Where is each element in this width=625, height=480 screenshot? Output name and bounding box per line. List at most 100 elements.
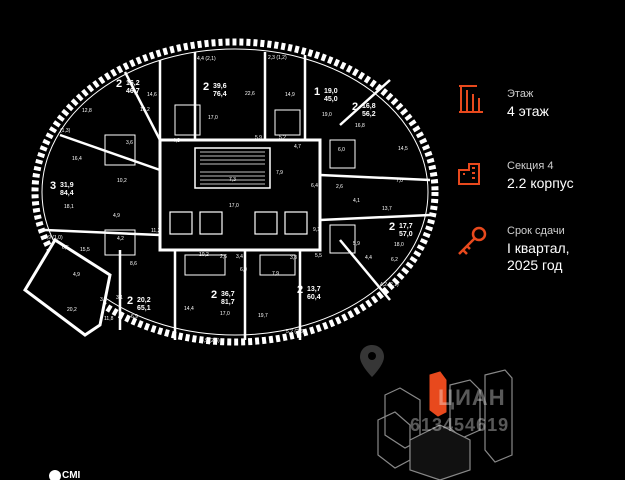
room-area-label: 5,5 (315, 253, 322, 259)
key-icon (458, 226, 487, 255)
deadline-label: Срок сдачи (507, 225, 565, 237)
elevator-3 (254, 211, 278, 235)
deadline-value-line2: 2025 год (507, 257, 563, 273)
elevator-1 (169, 211, 193, 235)
room-area-label: 6,9 (131, 314, 138, 320)
room-area-label: 4,9 (73, 272, 80, 278)
room-area-label: 7,3 (229, 177, 236, 183)
floor-label: Этаж (507, 88, 534, 100)
room-area-label: 14,6 (147, 92, 157, 98)
room-area-label: 9,1 (313, 227, 320, 233)
key-plan (377, 369, 513, 480)
room-area-label: 5,9 (353, 241, 360, 247)
room-area-label: 19,7 (258, 313, 268, 319)
room-area-label: 13,7 (382, 206, 392, 212)
room-area-label: 3,4 (236, 254, 243, 260)
room-area-label: 5,2 (2,6) (286, 329, 305, 335)
deadline-value-line1: I квартал, (507, 240, 570, 256)
room-area-label: 12,8 (82, 108, 92, 114)
room-area-label: 4,2 (117, 236, 124, 242)
floor-icon (459, 85, 483, 113)
room-area-label: 14,4 (184, 306, 194, 312)
building-wing (23, 237, 112, 337)
building-outline (31, 38, 439, 346)
room-area-label: 10,2 (199, 252, 209, 258)
stair-steps (200, 151, 265, 185)
room-area-label: 4,8 (173, 138, 180, 144)
room-area-label: 17,0 (208, 115, 218, 121)
logo-icon (49, 470, 61, 480)
room-area-label: 7,9 (276, 170, 283, 176)
room-area-label: 18,0 (394, 242, 404, 248)
developer-logo: CMI (62, 470, 81, 480)
section-value: 2.2 корпус (507, 175, 574, 191)
elevator-2 (199, 211, 223, 235)
partition-walls (44, 52, 431, 340)
room-area-label: 15,5 (80, 247, 90, 253)
room-area-label: 4,2 (2,1) (380, 282, 399, 288)
room-area-label: 3,1 (100, 297, 107, 303)
room-area-label: 11,8 (104, 316, 114, 322)
room-area-label: 6,2 (391, 257, 398, 263)
room-area-label: 17,0 (229, 203, 239, 209)
inner-walls (104, 104, 356, 276)
room-area-label: 16,2 (140, 107, 150, 113)
room-area-label: 2,6 (220, 254, 227, 260)
room-area-label: (1,3) (60, 128, 71, 134)
section-label: Секция 4 (507, 160, 554, 172)
elevator-4 (284, 211, 308, 235)
watermark-brand: ЦИАН (438, 385, 506, 410)
room-area-label: 19,0 (322, 112, 332, 118)
room-area-label: 3,8 (290, 255, 297, 261)
room-area-label: 22,6 (245, 91, 255, 97)
room-area-label: 10,2 (117, 178, 127, 184)
room-area-label: 4,7 (294, 144, 301, 150)
room-area-label: 2,6 (336, 184, 343, 190)
room-area-label: 4,4 (2,1) (197, 56, 216, 62)
room-area-label: 2,3 (1,2) (268, 55, 287, 61)
room-area-label: 6,0 (338, 147, 345, 153)
room-area-label: 18,1 (64, 204, 74, 210)
room-area-label: 7,9 (272, 271, 279, 277)
room-area-label: 7,0 (396, 178, 403, 184)
location-pin-icon (360, 345, 384, 377)
stair (194, 147, 271, 189)
section-icon (458, 163, 480, 185)
room-area-label: 1,9 (1,0) (44, 235, 63, 241)
room-area-label: 3,6 (126, 140, 133, 146)
room-area-label: 16,4 (72, 156, 82, 162)
building-floor (41, 48, 429, 336)
room-area-label: 11,2 (151, 228, 161, 234)
room-area-label: 8,6 (130, 261, 137, 267)
room-area-label: 16,8 (355, 123, 365, 129)
room-area-label: 4,1 (353, 198, 360, 204)
room-area-label: 3,1 (116, 295, 123, 301)
room-area-label: 14,9 (285, 92, 295, 98)
core (158, 138, 322, 252)
watermark: ЦИАН 613454619 (410, 385, 510, 436)
room-area-label: 6,5 (62, 245, 69, 251)
room-area-label: 4,9 (2,5) (201, 338, 220, 344)
room-area-label: 5,9 (255, 135, 262, 141)
room-area-label: 17,0 (220, 311, 230, 317)
room-area-label: 6,0 (240, 267, 247, 273)
floor-value: 4 этаж (507, 103, 549, 119)
room-area-label: 6,4 (311, 183, 318, 189)
watermark-number: 613454619 (410, 415, 510, 435)
room-area-label: 4,9 (113, 213, 120, 219)
room-area-label: 5,2 (279, 135, 286, 141)
room-area-label: 20,2 (67, 307, 77, 313)
room-area-label: 14,5 (398, 146, 408, 152)
room-area-label: 4,4 (365, 255, 372, 261)
